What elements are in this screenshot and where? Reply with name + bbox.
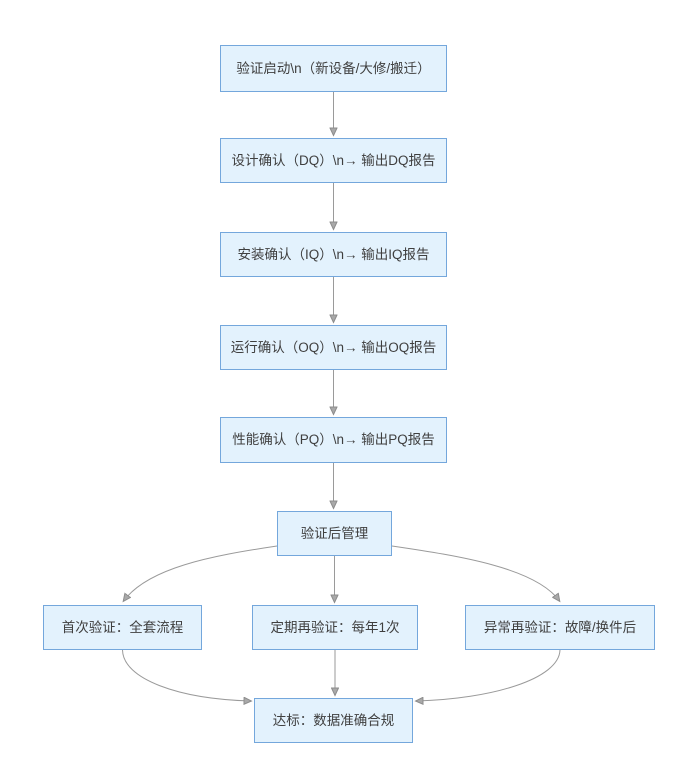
node-periodic-revalidation[interactable]: 定期再验证：每年1次 [252,605,418,650]
connector-abnormal-pass [416,649,561,701]
connector-post-abnormal [391,545,560,601]
connector-initial-pass [122,649,252,701]
node-installation-qualification[interactable]: 安装确认（IQ）\n→ 输出IQ报告 [220,232,447,277]
node-validation-start[interactable]: 验证启动\n（新设备/大修/搬迁） [220,45,447,92]
node-post-validation-management[interactable]: 验证后管理 [277,511,392,556]
node-design-qualification[interactable]: 设计确认（DQ）\n→ 输出DQ报告 [220,138,447,183]
node-performance-qualification[interactable]: 性能确认（PQ）\n→ 输出PQ报告 [220,417,447,463]
node-initial-validation[interactable]: 首次验证：全套流程 [43,605,202,650]
node-abnormal-revalidation[interactable]: 异常再验证：故障/换件后 [465,605,655,650]
connector-post-initial [124,545,278,601]
node-operational-qualification[interactable]: 运行确认（OQ）\n→ 输出OQ报告 [220,325,447,370]
node-pass-criteria[interactable]: 达标：数据准确合规 [254,698,413,743]
